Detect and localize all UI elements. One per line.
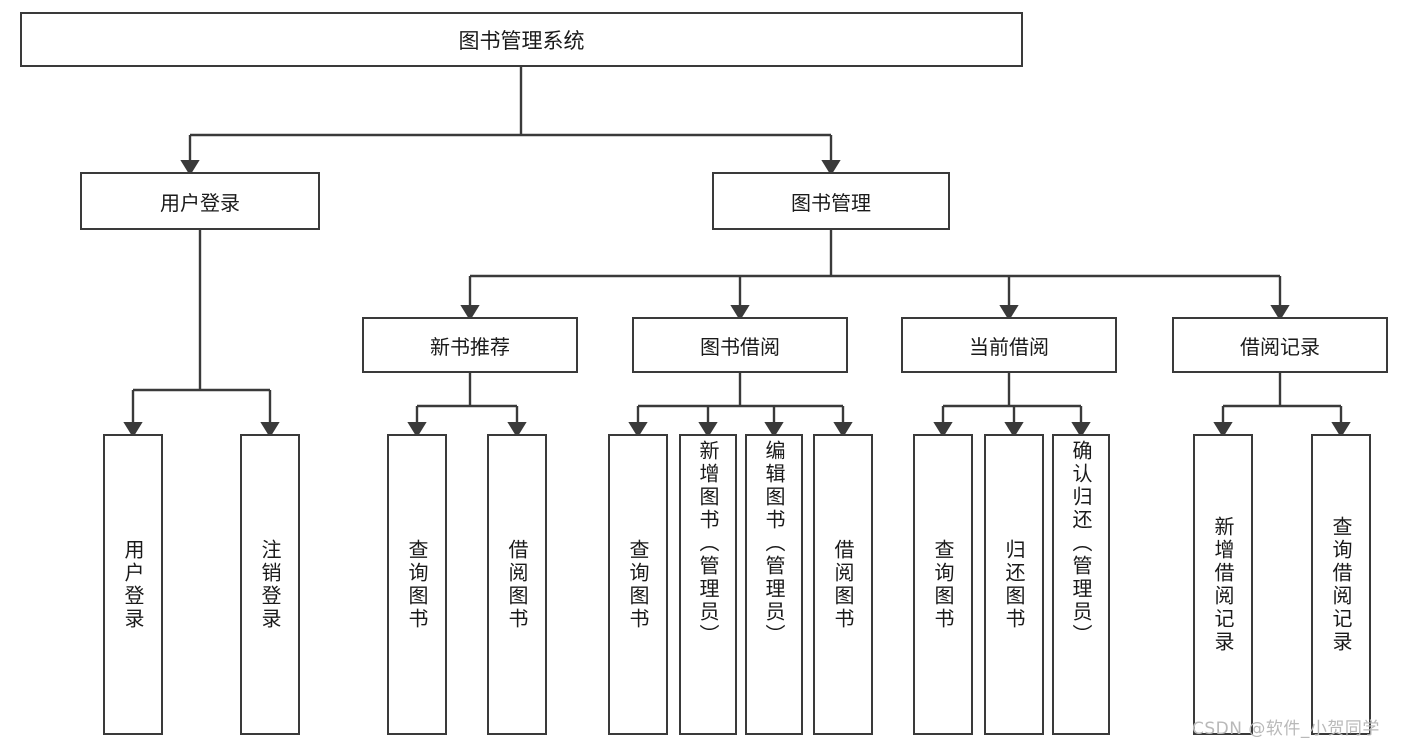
node-label: 注销登录 xyxy=(258,538,282,631)
node-label: 新书推荐 xyxy=(430,334,510,359)
node-leaf-query-book-1[interactable]: 查询图书 xyxy=(387,434,447,735)
node-current-borrow[interactable]: 当前借阅 xyxy=(901,317,1117,373)
node-label: 借阅图书 xyxy=(831,538,855,631)
node-root[interactable]: 图书管理系统 xyxy=(20,12,1023,67)
node-leaf-logout[interactable]: 注销登录 xyxy=(240,434,300,735)
node-label: 归还图书 xyxy=(1002,538,1026,631)
node-new-book-recommend[interactable]: 新书推荐 xyxy=(362,317,578,373)
node-leaf-edit-book-admin[interactable]: 编辑图书（管理员） xyxy=(745,434,803,735)
node-user-login[interactable]: 用户登录 xyxy=(80,172,320,230)
node-label: 借阅记录 xyxy=(1240,334,1320,359)
node-borrow-record[interactable]: 借阅记录 xyxy=(1172,317,1388,373)
csdn-watermark: CSDN @软件_小贺同学 xyxy=(1192,719,1380,739)
node-label: 编辑图书（管理员） xyxy=(762,440,786,647)
node-leaf-query-book-2[interactable]: 查询图书 xyxy=(608,434,668,735)
node-label: 借阅图书 xyxy=(505,538,529,631)
node-leaf-user-login[interactable]: 用户登录 xyxy=(103,434,163,735)
node-leaf-add-book-admin[interactable]: 新增图书（管理员） xyxy=(679,434,737,735)
node-leaf-borrow-book-2[interactable]: 借阅图书 xyxy=(813,434,873,735)
node-book-manage[interactable]: 图书管理 xyxy=(712,172,950,230)
node-leaf-return-book[interactable]: 归还图书 xyxy=(984,434,1044,735)
node-leaf-query-borrow-record[interactable]: 查询借阅记录 xyxy=(1311,434,1371,735)
node-label: 图书管理系统 xyxy=(458,28,585,53)
node-label: 用户登录 xyxy=(121,538,145,631)
node-label: 用户登录 xyxy=(160,190,240,215)
node-label: 查询图书 xyxy=(626,538,650,631)
node-label: 新增图书（管理员） xyxy=(696,440,720,647)
node-book-borrow[interactable]: 图书借阅 xyxy=(632,317,848,373)
node-leaf-query-book-3[interactable]: 查询图书 xyxy=(913,434,973,735)
node-leaf-add-borrow-record[interactable]: 新增借阅记录 xyxy=(1193,434,1253,735)
node-leaf-confirm-return-admin[interactable]: 确认归还（管理员） xyxy=(1052,434,1110,735)
node-label: 查询借阅记录 xyxy=(1329,515,1353,654)
node-label: 确认归还（管理员） xyxy=(1069,440,1093,647)
node-label: 图书管理 xyxy=(791,190,871,215)
node-label: 图书借阅 xyxy=(700,334,780,359)
node-label: 当前借阅 xyxy=(969,334,1049,359)
node-label: 新增借阅记录 xyxy=(1211,515,1235,654)
node-leaf-borrow-book-1[interactable]: 借阅图书 xyxy=(487,434,547,735)
node-label: 查询图书 xyxy=(405,538,429,631)
node-label: 查询图书 xyxy=(931,538,955,631)
